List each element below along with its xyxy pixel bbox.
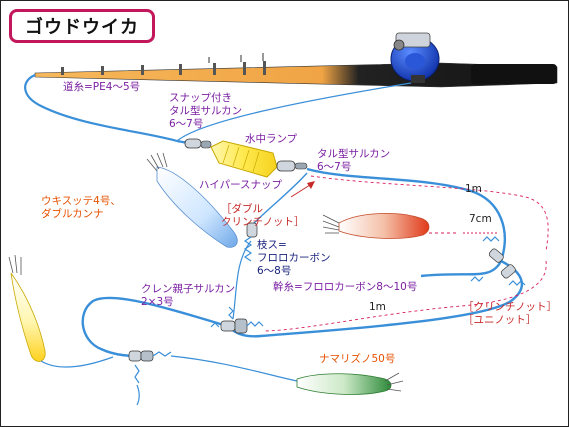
label-trunk-line: 幹糸=フロロカーボン8～10号 — [273, 281, 418, 293]
underwater-lamp-icon — [210, 140, 278, 178]
label-namarizuno: ナマリズノ50号 — [319, 353, 396, 365]
label-main-line: 道糸=PE4～5号 — [63, 81, 141, 93]
length-indicators — [262, 175, 549, 332]
sinker-namarizuno-icon — [296, 372, 404, 395]
label-length-1m-top: 1m — [465, 183, 482, 195]
label-hyper-snap: ハイパースナップ — [199, 179, 283, 191]
label-length-7cm: 7cm — [469, 213, 492, 225]
label-snap-swivel: スナップ付き タル型サルカン 6～7号 — [169, 92, 243, 130]
label-underwater-lamp: 水中ランプ — [245, 133, 298, 145]
trunk-line — [81, 167, 523, 358]
diagram-title: ゴウドウイカ — [25, 17, 139, 38]
label-crane-swivel: クレン親子サルカン 2×3号 — [141, 283, 236, 308]
ukisutte-squid-jig-blue — [146, 152, 238, 248]
label-clinch-uni: ［クリンチノット］ ［ユニノット］ — [463, 301, 557, 326]
label-double-clinch: ［ダブル クリンチノット］ — [221, 203, 305, 228]
barrel-swivel — [276, 160, 308, 172]
label-barrel-swivel: タル型サルカン 6～7号 — [317, 148, 391, 173]
squid-jig-yellow — [8, 254, 114, 368]
crane-swivel — [210, 240, 264, 334]
title-box: ゴウドウイカ — [9, 9, 155, 43]
hyper-snap-branch — [243, 172, 308, 262]
label-branch-line: 枝ス= フロロカーボン 6～8号 — [257, 239, 331, 277]
label-length-1m-bottom: 1m — [369, 301, 386, 313]
right-swivels — [470, 236, 526, 286]
knot-arrow-icon — [290, 181, 315, 198]
label-ukisutte: ウキスッテ4号、 ダブルカンナ — [41, 195, 121, 220]
lower-swivel — [128, 350, 298, 406]
squid-jig-red — [322, 213, 430, 239]
snap-swivel — [184, 138, 212, 149]
reel-icon — [390, 32, 440, 83]
